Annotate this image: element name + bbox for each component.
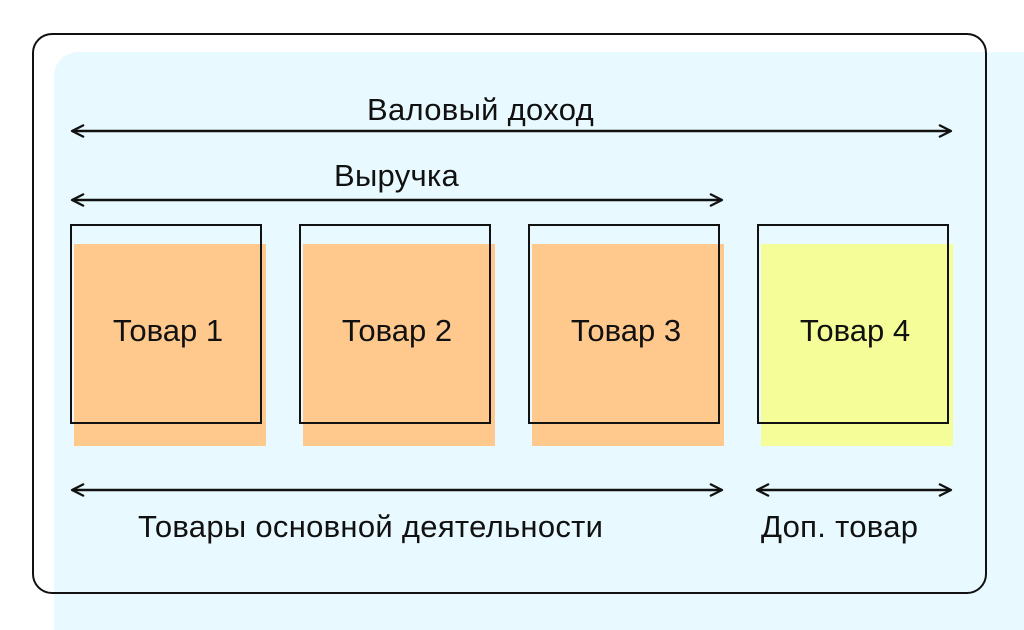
product-card: Товар 4 <box>757 224 953 446</box>
product-fill <box>303 244 495 446</box>
product-fill <box>532 244 724 446</box>
product-fill <box>74 244 266 446</box>
gross-income-label: Валовый доход <box>367 92 594 127</box>
product-fill <box>761 244 953 446</box>
product-name: Товар 1 <box>112 313 224 348</box>
product-name: Товар 2 <box>341 313 453 348</box>
product-border <box>528 224 720 424</box>
product-border <box>757 224 949 424</box>
product-name: Товар 3 <box>570 313 682 348</box>
diagram-frame <box>32 33 987 594</box>
extra-goods-label: Доп. товар <box>761 509 919 544</box>
product-card: Товар 1 <box>70 224 266 446</box>
product-card: Товар 2 <box>299 224 495 446</box>
product-card: Товар 3 <box>528 224 724 446</box>
product-border <box>299 224 491 424</box>
revenue-label: Выручка <box>334 158 460 193</box>
product-name: Товар 4 <box>799 313 911 348</box>
core-goods-label: Товары основной деятельности <box>138 509 604 544</box>
product-border <box>70 224 262 424</box>
